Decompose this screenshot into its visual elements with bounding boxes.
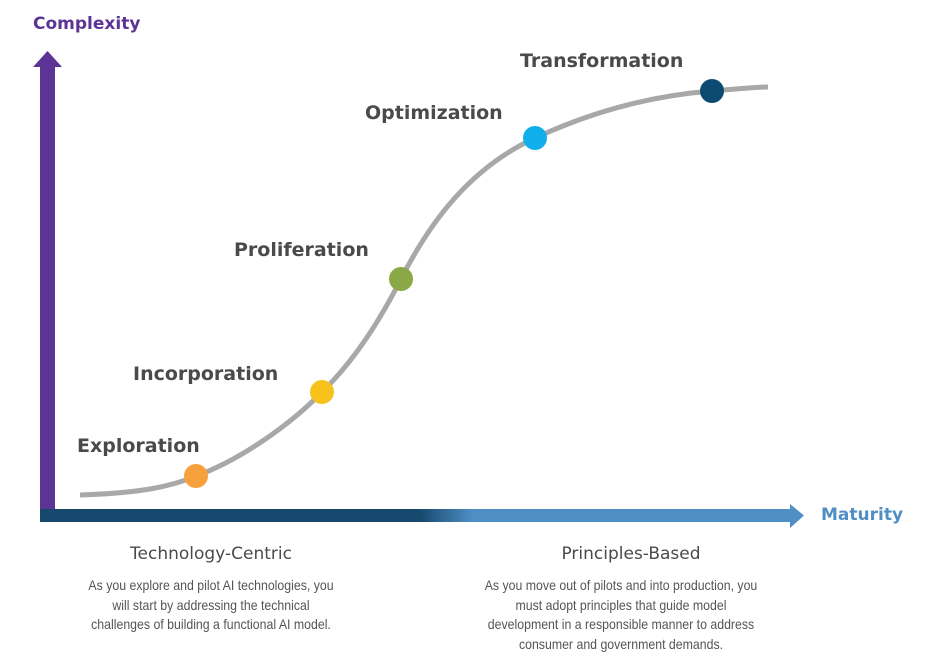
section-title-principles-based: Principles-Based — [561, 544, 701, 564]
stage-label-optimization: Optimization — [365, 102, 503, 124]
stage-label-exploration: Exploration — [77, 435, 200, 457]
section-description-principles-based: As you move out of pilots and into produ… — [484, 577, 758, 652]
stage-label-transformation: Transformation — [520, 50, 684, 72]
stage-label-proliferation: Proliferation — [234, 239, 369, 261]
complexity-axis-arrow-icon — [33, 51, 62, 518]
y-axis-label: Complexity — [33, 14, 141, 34]
x-axis-label: Maturity — [821, 505, 904, 525]
maturity-curve — [79, 84, 769, 498]
stage-dot-proliferation — [389, 267, 413, 291]
maturity-axis-arrow-icon — [40, 504, 804, 528]
stage-dot-exploration — [184, 464, 208, 488]
stage-dot-incorporation — [310, 380, 334, 404]
section-title-technology-centric: Technology-Centric — [130, 544, 292, 564]
section-description-technology-centric: As you explore and pilot AI technologies… — [88, 577, 334, 632]
stage-label-incorporation: Incorporation — [133, 363, 279, 385]
stage-dot-transformation — [700, 79, 724, 103]
stage-dot-optimization — [523, 126, 547, 150]
